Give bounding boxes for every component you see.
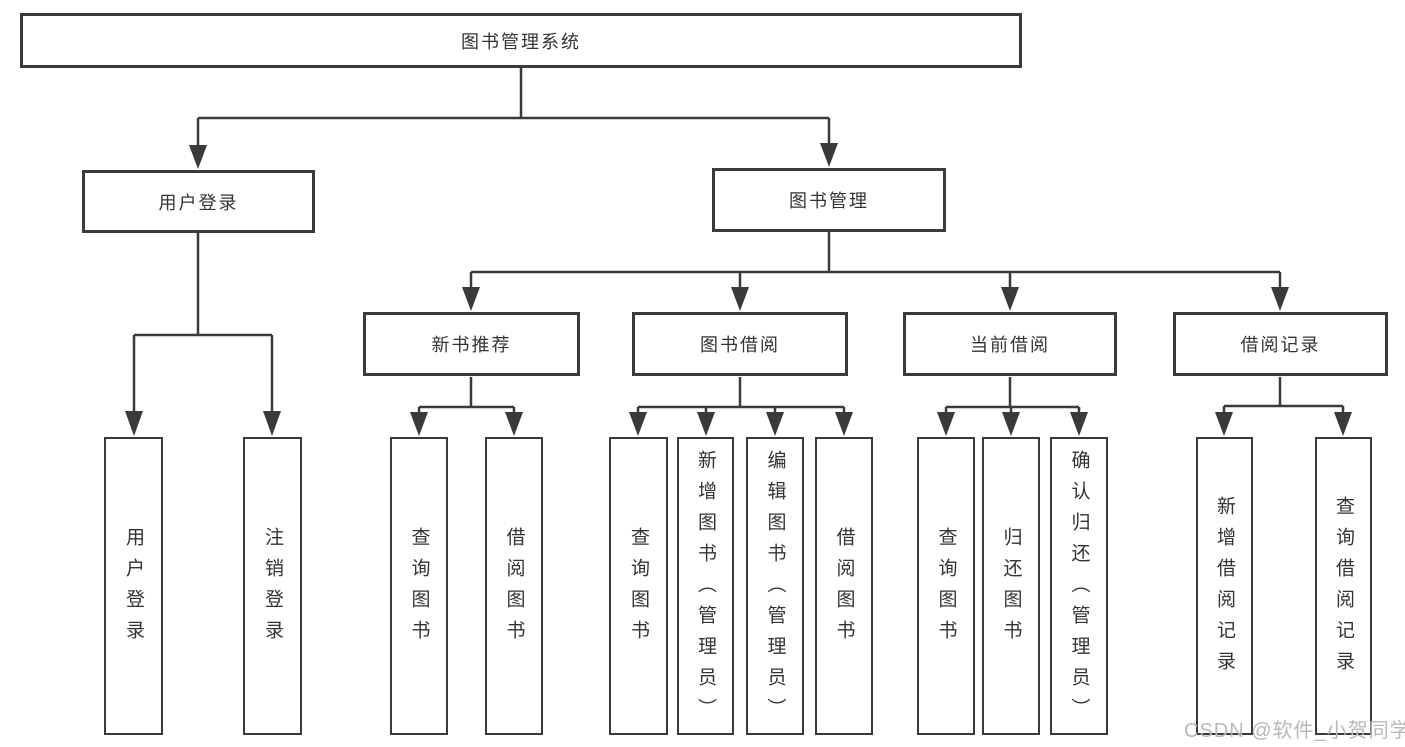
node-borrowing-add-books-admin: 新增图书（管理员） [677,437,734,735]
node-borrowing-query-books: 查询图书 [609,437,668,735]
arrowheads [125,143,1352,436]
node-borrowing-borrow-books: 借阅图书 [815,437,873,735]
node-book-management: 图书管理 [712,168,946,232]
node-borrowing-edit-books-admin: 编辑图书（管理员） [746,437,804,735]
node-current-confirm-return-admin: 确认归还（管理员） [1050,437,1108,735]
node-current-query-books: 查询图书 [917,437,975,735]
node-records-query-record: 查询借阅记录 [1315,437,1372,735]
node-recommend-borrow-books: 借阅图书 [485,437,543,735]
edge-lines [132,68,1345,417]
node-records-add-record: 新增借阅记录 [1196,437,1253,735]
node-borrowing-records: 借阅记录 [1173,312,1388,376]
csdn-watermark: CSDN @软件_小贺同学 [1184,720,1405,742]
node-user-login: 用户登录 [82,170,315,233]
node-current-return-books: 归还图书 [982,437,1040,735]
node-login: 用户登录 [104,437,163,735]
node-recommend-query-books: 查询图书 [390,437,448,735]
node-new-book-recommend: 新书推荐 [363,312,580,376]
node-library-management-system: 图书管理系统 [20,13,1022,68]
node-book-borrowing: 图书借阅 [632,312,848,376]
node-logout: 注销登录 [243,437,302,735]
node-current-borrowing: 当前借阅 [903,312,1117,376]
